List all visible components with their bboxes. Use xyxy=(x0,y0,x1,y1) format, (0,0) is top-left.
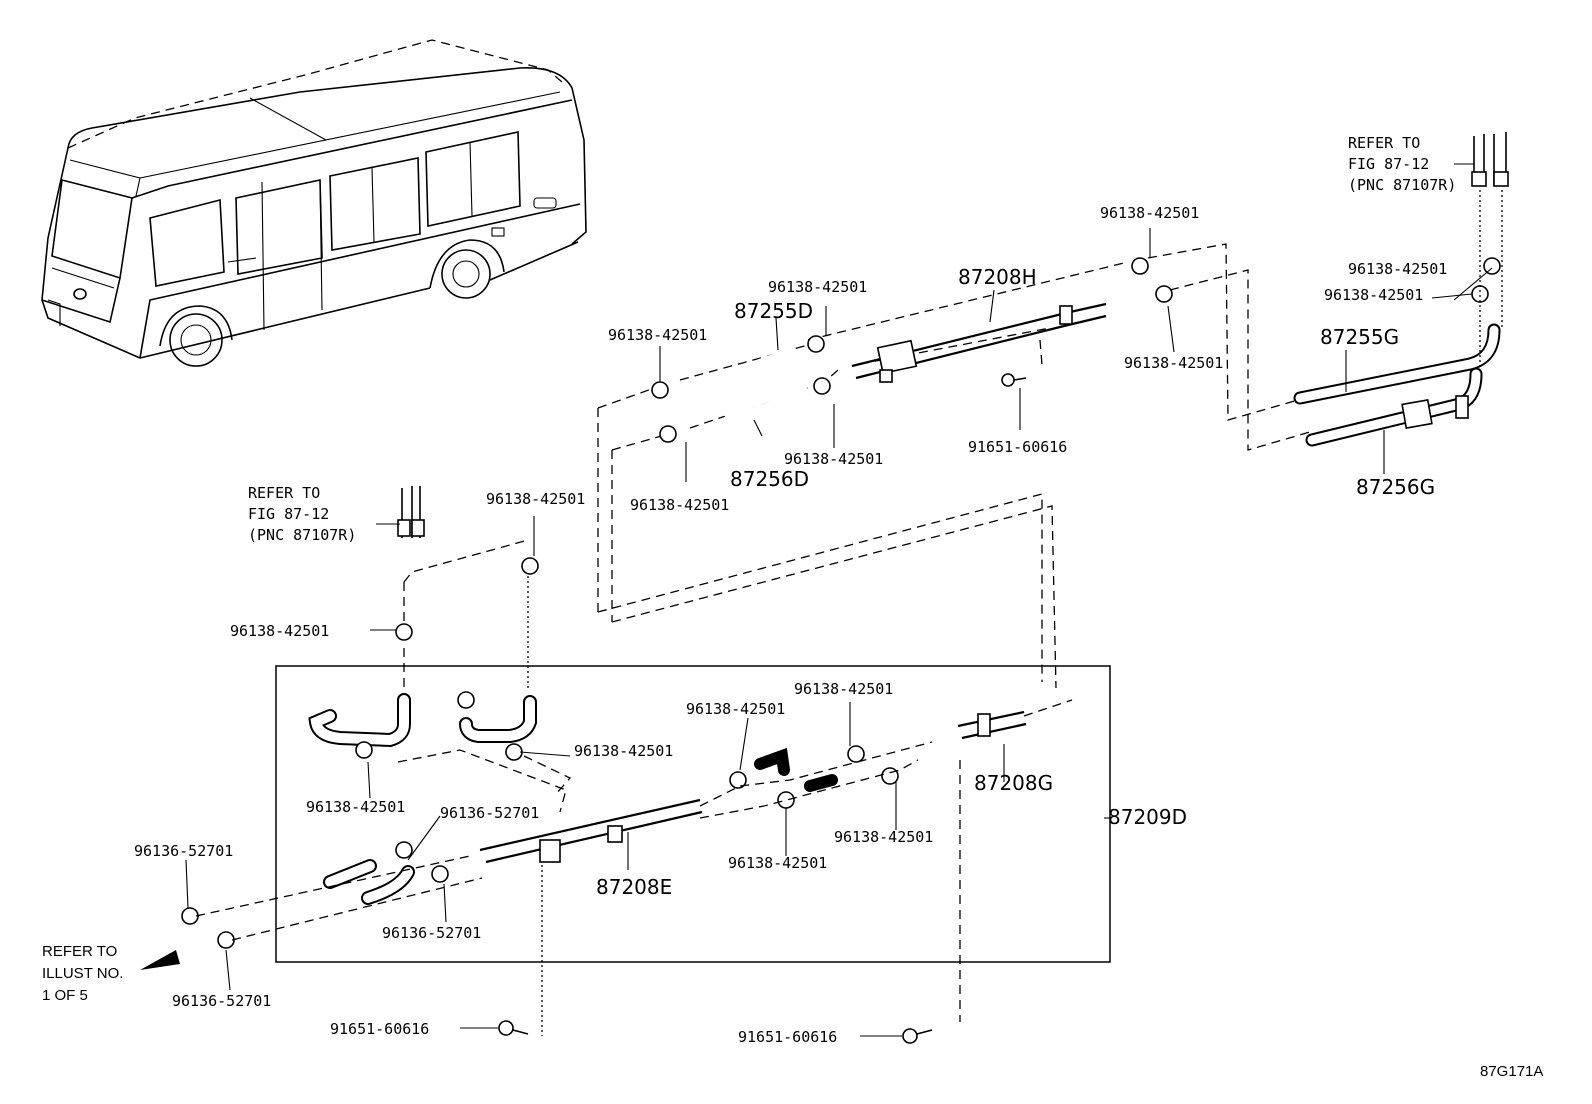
figure-code: 87G171A xyxy=(1480,1063,1543,1080)
part-label: 96138-42501 xyxy=(768,278,867,296)
part-number: 87255G xyxy=(1320,325,1399,349)
part-label: 91651-60616 xyxy=(968,438,1067,456)
part-label: 96136-52701 xyxy=(134,842,233,860)
part-label: 96136-52701 xyxy=(440,804,539,822)
part-number: 87256D xyxy=(730,467,809,491)
part-label: 96138-42501 xyxy=(728,854,827,872)
svg-text:FIG 87-12: FIG 87-12 xyxy=(1348,155,1429,173)
part-label: 96138-42501 xyxy=(784,450,883,468)
part-label: 96138-42501 xyxy=(306,798,405,816)
part-number: 87208E xyxy=(596,875,672,899)
part-label: 96136-52701 xyxy=(382,924,481,942)
part-label: 96138-42501 xyxy=(1124,354,1223,372)
hose-87256G xyxy=(1305,367,1483,447)
refer-note-top: REFER TO FIG 87-12 (PNC 87107R) xyxy=(1348,134,1456,194)
svg-text:FIG 87-12: FIG 87-12 xyxy=(248,505,329,523)
part-label: 96138-42501 xyxy=(608,326,707,344)
part-number: 87256G xyxy=(1356,475,1435,499)
bolt-icon xyxy=(498,1020,933,1044)
clamp-icon xyxy=(181,557,899,949)
svg-text:ILLUST NO.: ILLUST NO. xyxy=(42,965,123,982)
part-label: 96138-42501 xyxy=(834,828,933,846)
leader-lines xyxy=(185,163,1493,1037)
part-label: 96138-42501 xyxy=(574,742,673,760)
svg-text:1 OF 5: 1 OF 5 xyxy=(42,987,88,1004)
heater-hoses xyxy=(308,693,838,905)
pipe-87208H xyxy=(851,302,1107,383)
part-number: 87208H xyxy=(958,265,1037,289)
part-label: 96138-42501 xyxy=(1324,286,1423,304)
svg-text:(PNC 87107R): (PNC 87107R) xyxy=(248,526,356,544)
part-label: 96138-42501 xyxy=(794,680,893,698)
bus-illustration xyxy=(41,39,587,367)
part-label: 96138-42501 xyxy=(630,496,729,514)
part-label: 91651-60616 xyxy=(738,1028,837,1046)
arrow-icon xyxy=(140,950,180,970)
part-label: 91651-60616 xyxy=(330,1020,429,1038)
part-number: 87208G xyxy=(974,771,1053,795)
part-label: 96138-42501 xyxy=(1348,260,1447,278)
svg-text:REFER TO: REFER TO xyxy=(1348,134,1420,152)
part-number: 87255D xyxy=(734,299,813,323)
svg-text:(PNC 87107R): (PNC 87107R) xyxy=(1348,176,1456,194)
part-label: 96136-52701 xyxy=(172,992,271,1010)
clamp-icon xyxy=(651,257,1501,443)
bolt-icon xyxy=(1001,373,1027,387)
part-label: 96138-42501 xyxy=(686,700,785,718)
part-number: 87209D xyxy=(1108,805,1187,829)
svg-text:REFER TO: REFER TO xyxy=(42,943,117,960)
part-label: 96138-42501 xyxy=(1100,204,1199,222)
part-label: 96138-42501 xyxy=(486,490,585,508)
part-label: 96138-42501 xyxy=(230,622,329,640)
svg-text:REFER TO: REFER TO xyxy=(248,484,320,502)
pipe-87208G xyxy=(957,710,1027,740)
refer-illust-note: REFER TO ILLUST NO. 1 OF 5 xyxy=(42,943,123,1004)
assembly-box-87209D xyxy=(275,665,1111,963)
hose-87255G xyxy=(1293,323,1501,405)
refer-note-left: REFER TO FIG 87-12 (PNC 87107R) xyxy=(248,484,356,544)
pipe-87208E xyxy=(479,798,703,864)
